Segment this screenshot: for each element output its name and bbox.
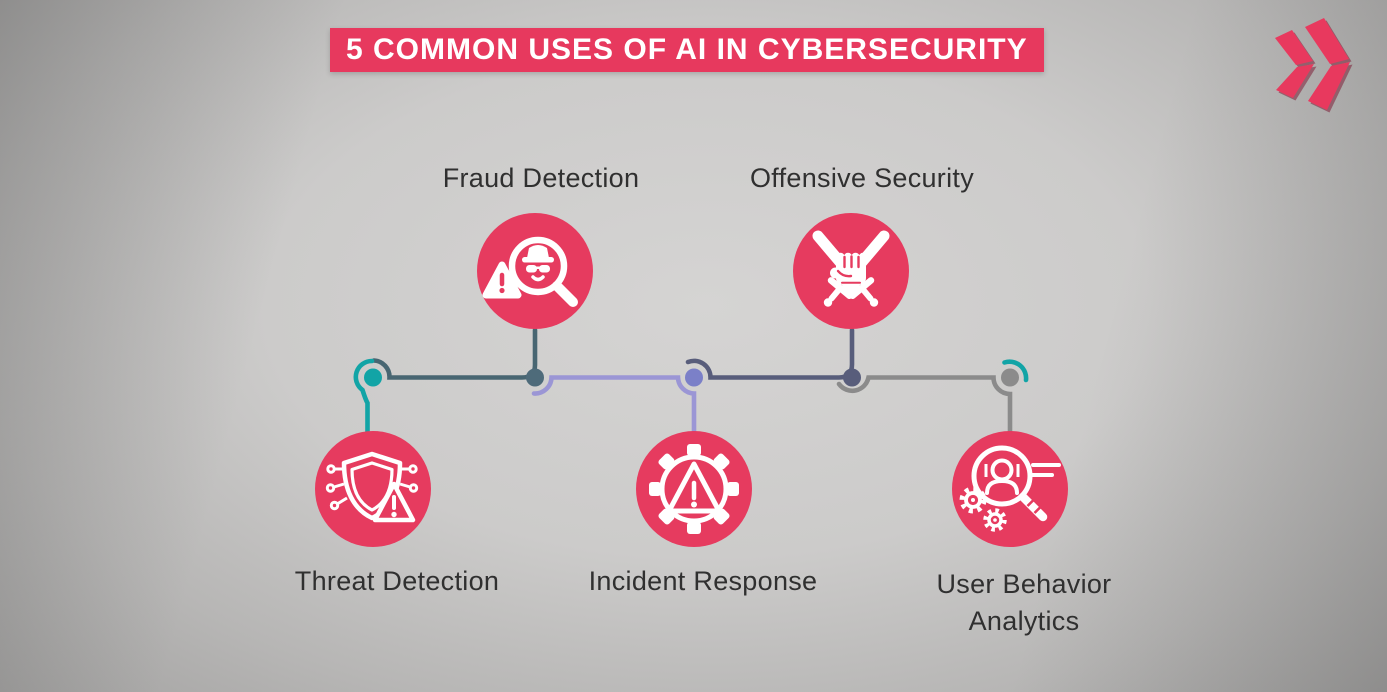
item-label-fraud-detection: Fraud Detection: [442, 163, 640, 193]
item-label-offensive-security: Offensive Security: [750, 163, 974, 193]
segment-fraud-to-incident: [531, 375, 697, 437]
segment-threat-branch: [353, 358, 375, 437]
item-label-user-behavior-analytics: User Behavior Analytics: [936, 569, 1112, 636]
timeline-node-threat: [364, 368, 382, 387]
double-chevron-logo: [1275, 18, 1353, 113]
segment-node1-to-fraud: [371, 327, 538, 380]
segment-incident-to-offensive: [685, 327, 855, 380]
segment-offensive-to-user: [836, 375, 1013, 437]
chevron-front-lower: [1308, 62, 1350, 110]
gear-warning-icon: [649, 444, 739, 534]
user-behavior-analytics-badge: [952, 431, 1068, 547]
threat-detection-badge: [315, 431, 431, 547]
shield-circuit-warning-icon: [325, 451, 419, 523]
crossed-swords-fist-icon: [812, 230, 890, 307]
offensive-security-badge: [793, 213, 909, 329]
timeline-node-offensive: [843, 368, 861, 387]
timeline-node-incident: [685, 368, 703, 387]
segment-end-accent: [1002, 359, 1029, 383]
item-label-threat-detection: Threat Detection: [294, 566, 500, 596]
user-magnifier-gears-icon: [959, 445, 1061, 532]
title-banner: 5 COMMON USES OF AI IN CYBERSECURITY: [330, 28, 1044, 72]
fraud-detection-badge: [477, 213, 593, 329]
timeline-node-user: [1001, 368, 1019, 387]
chevron-front-upper: [1305, 18, 1349, 64]
timeline-node-fraud: [526, 368, 544, 387]
item-label-incident-response: Incident Response: [588, 566, 818, 596]
chevron-back-upper: [1275, 30, 1313, 65]
chevron-back-lower: [1276, 64, 1314, 98]
spy-magnifier-warning-icon: [482, 236, 578, 307]
incident-response-badge: [636, 431, 752, 547]
page-title: 5 COMMON USES OF AI IN CYBERSECURITY: [346, 33, 1028, 66]
